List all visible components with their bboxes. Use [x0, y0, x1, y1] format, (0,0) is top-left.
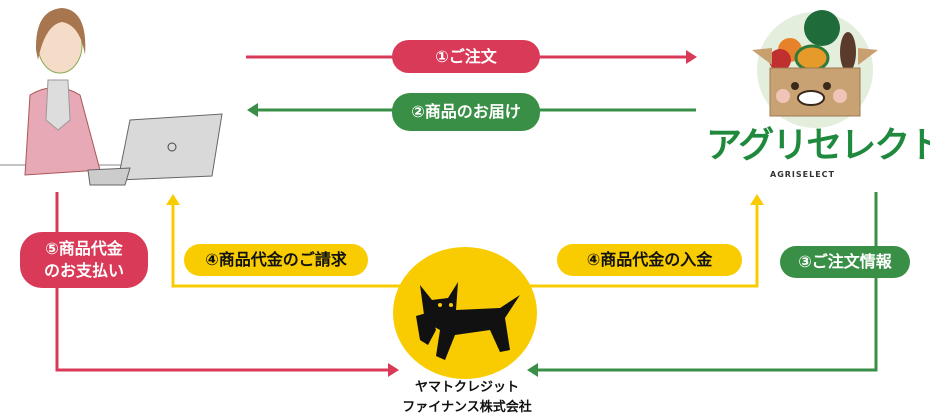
order-label: ①ご注文 — [392, 40, 540, 73]
shop-logo-subtext: AGRISELECT — [770, 170, 836, 179]
payment-label-line1: ⑤商品代金 — [45, 239, 123, 258]
customer-with-laptop-illustration — [0, 8, 223, 186]
order-info-arrowhead — [527, 363, 538, 377]
deposit-label: ④商品代金の入金 — [557, 244, 742, 276]
finance-company-name: ヤマトクレジット ファイナンス株式会社 — [372, 378, 562, 418]
order-arrowhead — [686, 50, 697, 64]
billing-arrowhead — [166, 194, 180, 205]
order-info-label: ③ご注文情報 — [780, 246, 910, 278]
billing-label: ④商品代金のご請求 — [184, 244, 368, 276]
payment-label-line2: のお支払い — [43, 261, 124, 280]
finance-name-line2: ファイナンス株式会社 — [402, 400, 532, 415]
vegetable-box-mascot-logo — [752, 10, 878, 128]
delivery-label: ②商品のお届け — [392, 93, 540, 131]
shop-logo-text: アグリセレクト — [706, 125, 930, 166]
black-cat-logo — [393, 247, 537, 379]
payment-arrowhead — [388, 363, 399, 377]
deposit-arrowhead — [750, 194, 764, 205]
payment-label: ⑤商品代金 のお支払い — [20, 232, 148, 288]
deposit-arrow — [528, 203, 759, 288]
delivery-arrowhead — [247, 103, 258, 117]
finance-name-line1: ヤマトクレジット — [414, 380, 519, 395]
order-info-arrow — [536, 192, 878, 372]
billing-arrow — [171, 203, 400, 288]
